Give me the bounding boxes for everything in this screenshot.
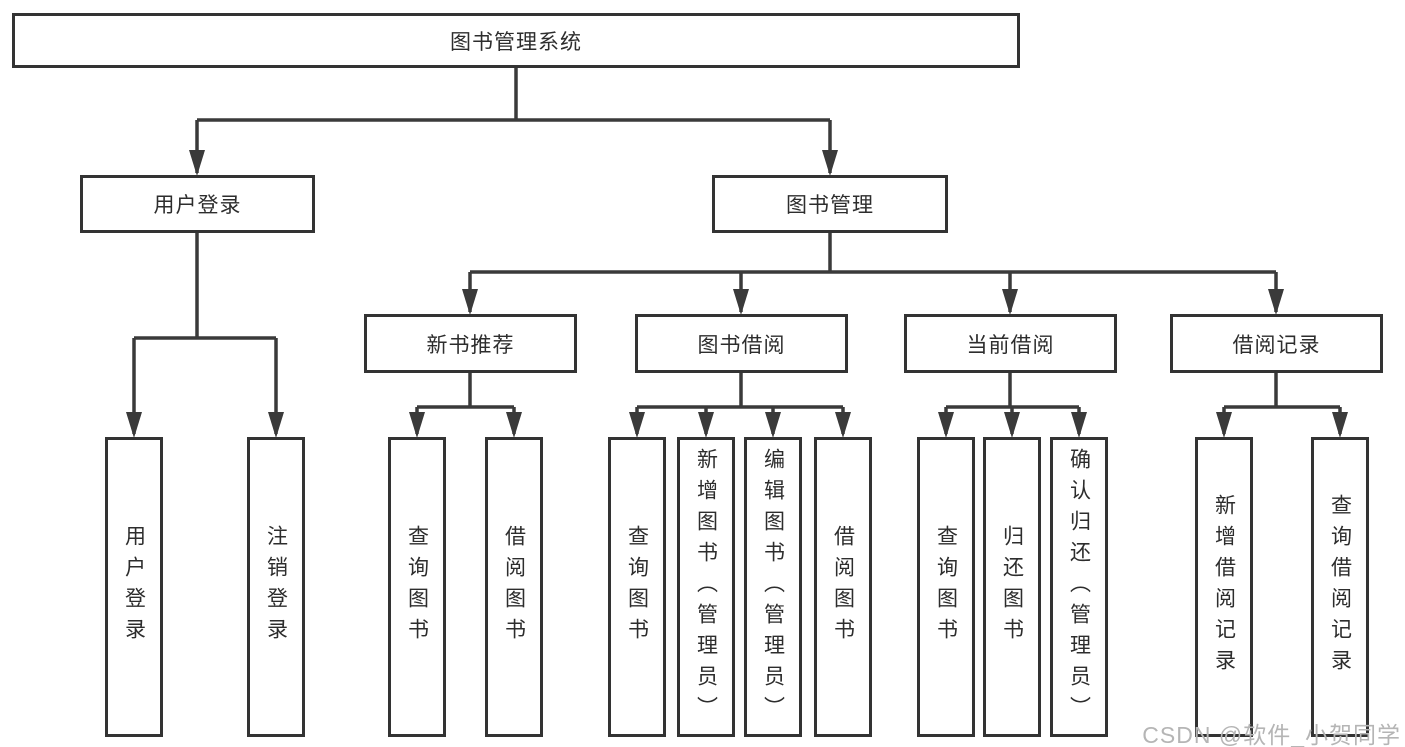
node-book-borrowing: 图书借阅 (635, 314, 848, 373)
node-leaf-query-borrow-record: 查询借阅记录 (1311, 437, 1369, 737)
arrow-icon (189, 150, 205, 176)
node-label: 归还图书 (1000, 525, 1024, 649)
node-label: 查询图书 (405, 525, 429, 649)
node-label: 用户登录 (153, 194, 242, 217)
arrow-icon (1004, 412, 1020, 438)
arrow-icon (506, 412, 522, 438)
node-label: 确认归还（管理员） (1067, 447, 1091, 727)
node-current-borrowing: 当前借阅 (904, 314, 1117, 373)
node-user-login: 用户登录 (80, 175, 315, 233)
node-label: 查询图书 (934, 525, 958, 649)
arrow-icon (268, 412, 284, 438)
arrow-icon (835, 412, 851, 438)
arrow-icon (733, 289, 749, 315)
node-new-book-recommend: 新书推荐 (364, 314, 577, 373)
node-label: 借阅图书 (831, 525, 855, 649)
arrow-icon (1332, 412, 1348, 438)
node-label: 查询借阅记录 (1328, 494, 1352, 680)
node-leaf-confirm-return-admin: 确认归还（管理员） (1050, 437, 1108, 737)
arrow-icon (765, 412, 781, 438)
node-label: 新书推荐 (426, 333, 515, 357)
connector-root-to-level2 (195, 68, 832, 173)
node-leaf-query-books-current: 查询图书 (917, 437, 975, 737)
node-label: 查询图书 (625, 525, 649, 649)
node-leaf-borrow-books-recommend: 借阅图书 (485, 437, 543, 737)
arrow-icon (126, 412, 142, 438)
node-leaf-user-login: 用户登录 (105, 437, 163, 737)
node-label: 新增图书（管理员） (694, 447, 718, 727)
arrow-icon (1268, 289, 1284, 315)
node-leaf-logout: 注销登录 (247, 437, 305, 737)
arrow-icon (1071, 412, 1087, 438)
arrow-icon (938, 412, 954, 438)
arrow-icon (1216, 412, 1232, 438)
node-label: 图书借阅 (697, 333, 786, 357)
node-leaf-add-books-admin: 新增图书（管理员） (677, 437, 735, 737)
node-leaf-query-books-borrowing: 查询图书 (608, 437, 666, 737)
connector-new-book-recommend-to-children (415, 373, 516, 434)
node-label: 图书管理系统 (450, 30, 582, 54)
node-label: 用户登录 (122, 525, 146, 649)
node-label: 新增借阅记录 (1212, 494, 1236, 680)
node-label: 注销登录 (264, 525, 288, 649)
connector-book-borrowing-to-children (635, 373, 845, 434)
arrow-icon (409, 412, 425, 438)
node-label: 借阅记录 (1232, 333, 1321, 357)
node-leaf-edit-books-admin: 编辑图书（管理员） (744, 437, 802, 737)
node-borrowing-records: 借阅记录 (1170, 314, 1383, 373)
node-label: 编辑图书（管理员） (761, 447, 785, 727)
node-label: 图书管理 (786, 194, 874, 217)
connector-borrowing-records-to-children (1222, 373, 1342, 434)
node-label: 借阅图书 (502, 525, 526, 649)
arrow-icon (822, 150, 838, 176)
node-label: 当前借阅 (966, 333, 1055, 357)
connector-user-login-to-children (132, 233, 278, 434)
node-leaf-add-borrow-record: 新增借阅记录 (1195, 437, 1253, 737)
node-leaf-return-books: 归还图书 (983, 437, 1041, 737)
arrow-icon (462, 289, 478, 315)
node-library-management-system: 图书管理系统 (12, 13, 1020, 68)
arrow-icon (1002, 289, 1018, 315)
node-book-management: 图书管理 (712, 175, 948, 233)
node-leaf-query-books-recommend: 查询图书 (388, 437, 446, 737)
arrow-icon (629, 412, 645, 438)
node-leaf-borrow-books: 借阅图书 (814, 437, 872, 737)
arrow-icon (698, 412, 714, 438)
arrowheads (126, 150, 1348, 438)
csdn-watermark: CSDN @软件_小贺同学 (1142, 722, 1401, 747)
connector-book-management-to-children (468, 233, 1278, 312)
